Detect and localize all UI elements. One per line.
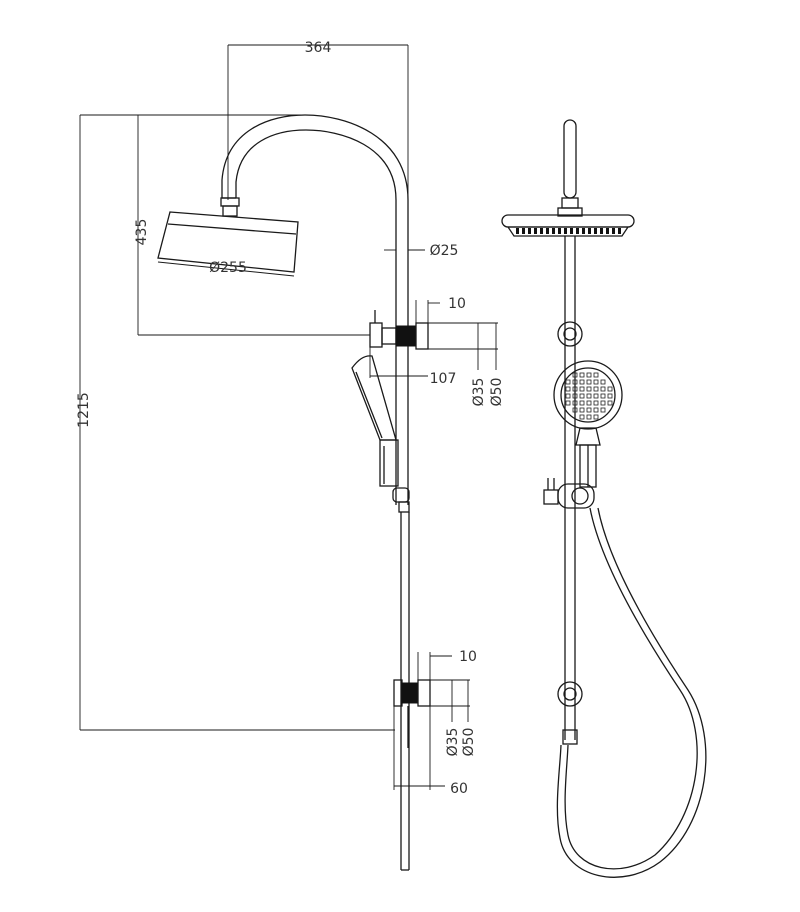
spray-hole — [593, 393, 599, 399]
spray-hole — [579, 414, 585, 420]
spray-hole — [600, 379, 606, 385]
hand-shower-front — [553, 360, 623, 488]
spray-hole — [565, 393, 571, 399]
dim-head-drop: 435 — [134, 114, 370, 336]
lower-wall-bracket — [393, 679, 431, 748]
spray-hole — [593, 400, 599, 406]
label-lower-d50: Ø50 — [461, 728, 477, 757]
spray-hole — [565, 400, 571, 406]
hose — [564, 507, 698, 870]
rail-top — [563, 119, 577, 199]
label-lower-gap: 10 — [459, 649, 477, 665]
label-width-total: 364 — [305, 40, 332, 56]
spray-hole — [565, 386, 571, 392]
spray-hole — [593, 379, 599, 385]
upper-wall-bracket — [369, 310, 429, 350]
nozzle-mark — [570, 228, 573, 234]
spray-hole — [593, 386, 599, 392]
label-head-diameter: Ø255 — [209, 260, 247, 276]
label-arm-diameter: Ø25 — [430, 243, 459, 259]
spray-hole — [607, 393, 613, 399]
spray-hole — [572, 372, 578, 378]
nozzle-mark — [546, 228, 549, 234]
label-lower-depth: 60 — [450, 781, 468, 797]
nozzle-mark — [612, 228, 615, 234]
gooseneck-arm-inner — [235, 129, 397, 201]
overhead-shower-head-side — [157, 211, 299, 273]
upper-bracket-front — [557, 321, 583, 347]
nozzle-mark — [606, 228, 609, 234]
spray-hole — [600, 400, 606, 406]
front-view — [501, 119, 707, 878]
spray-hole — [572, 379, 578, 385]
label-total-height: 1215 — [76, 392, 92, 428]
nozzle-mark — [540, 228, 543, 234]
spray-hole — [579, 379, 585, 385]
lower-bracket-front — [557, 681, 583, 707]
spray-hole — [607, 386, 613, 392]
spray-hole — [586, 379, 592, 385]
nozzle-mark — [534, 228, 537, 234]
head-connector — [220, 197, 240, 207]
spray-hole — [565, 379, 571, 385]
spray-hole — [586, 400, 592, 406]
dim-total-height: 1215 — [76, 114, 395, 731]
spray-hole — [572, 400, 578, 406]
spray-hole — [593, 372, 599, 378]
nozzle-mark — [576, 228, 579, 234]
nozzle-mark — [618, 228, 621, 234]
label-upper-gap: 10 — [448, 296, 466, 312]
gooseneck-arm-outer — [221, 114, 409, 201]
spray-hole — [579, 393, 585, 399]
slide-holder-side — [392, 487, 410, 513]
nozzle-mark — [600, 228, 603, 234]
label-upper-d50: Ø50 — [489, 378, 505, 407]
overhead-shower-head-front — [501, 207, 635, 237]
spray-hole — [586, 372, 592, 378]
spray-hole — [600, 407, 606, 413]
spray-hole — [586, 414, 592, 420]
spray-hole — [586, 393, 592, 399]
label-upper-d35: Ø35 — [471, 378, 487, 407]
spray-hole — [579, 386, 585, 392]
label-head-drop: 435 — [134, 219, 150, 246]
dim-width-total: 364 — [227, 40, 409, 210]
nozzle-mark — [552, 228, 555, 234]
nozzle-mark — [516, 228, 519, 234]
nozzle-mark — [594, 228, 597, 234]
spray-hole — [593, 407, 599, 413]
spray-hole — [607, 400, 613, 406]
spray-hole — [579, 372, 585, 378]
nozzle-mark — [528, 228, 531, 234]
nozzle-mark — [564, 228, 567, 234]
slide-holder-front — [543, 478, 595, 509]
spray-hole — [572, 386, 578, 392]
label-upper-depth: 107 — [430, 371, 457, 387]
spray-hole — [586, 386, 592, 392]
spray-hole — [579, 407, 585, 413]
nozzle-mark — [522, 228, 525, 234]
nozzle-mark — [588, 228, 591, 234]
hand-shower-side — [351, 355, 399, 487]
spray-hole — [586, 407, 592, 413]
spray-hole — [593, 414, 599, 420]
hose-connector — [562, 729, 578, 745]
side-view: 364 Ø255 435 1215 — [76, 40, 505, 871]
spray-hole — [572, 407, 578, 413]
nozzle-mark — [558, 228, 561, 234]
spray-hole — [600, 393, 606, 399]
spray-hole — [572, 393, 578, 399]
spray-hole — [600, 386, 606, 392]
spray-hole — [579, 400, 585, 406]
nozzle-mark — [582, 228, 585, 234]
label-lower-d35: Ø35 — [445, 728, 461, 757]
